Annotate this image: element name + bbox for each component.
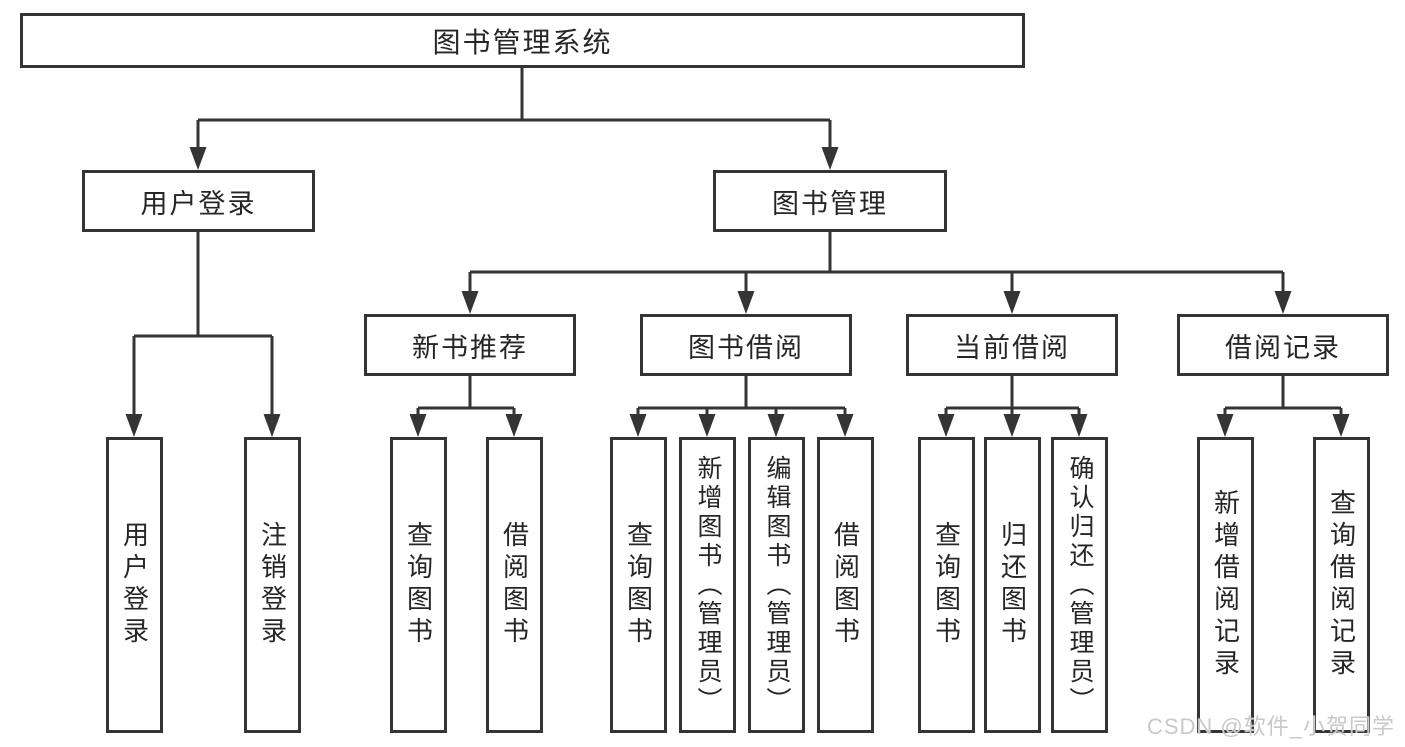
node-label: 注销登录 (257, 521, 288, 649)
node-label: 借阅图书 (499, 521, 530, 649)
leaf-add-books-admin: 新增图书（管理员） (679, 437, 736, 733)
node-label: 查询借阅记录 (1326, 489, 1357, 681)
node-borrow-records: 借阅记录 (1177, 314, 1389, 376)
node-label: 借阅图书 (830, 521, 861, 649)
leaf-query-borrow-record: 查询借阅记录 (1313, 437, 1370, 733)
leaf-user-login: 用户登录 (106, 437, 163, 733)
node-label: 新增借阅记录 (1210, 489, 1241, 681)
node-book-borrow: 图书借阅 (640, 314, 852, 376)
node-label: 图书管理 (772, 188, 888, 219)
node-new-book-recommend: 新书推荐 (364, 314, 576, 376)
leaf-confirm-return-admin: 确认归还（管理员） (1051, 437, 1108, 733)
node-label: 查询图书 (931, 521, 962, 649)
node-label: 用户登录 (140, 188, 257, 219)
node-label: 编辑图书（管理员） (763, 454, 791, 716)
leaf-query-books-3: 查询图书 (918, 437, 975, 733)
node-label: 查询图书 (403, 521, 434, 649)
leaf-borrow-books-1: 借阅图书 (486, 437, 543, 733)
node-user-login: 用户登录 (82, 170, 315, 232)
node-label: 当前借阅 (954, 332, 1070, 363)
node-label: 新增图书（管理员） (694, 454, 722, 716)
csdn-watermark: CSDN @软件_小贺同学 (1146, 714, 1395, 739)
leaf-add-borrow-record: 新增借阅记录 (1197, 437, 1254, 733)
leaf-edit-books-admin: 编辑图书（管理员） (748, 437, 805, 733)
node-label: 确认归还（管理员） (1066, 454, 1094, 716)
leaf-logout: 注销登录 (244, 437, 301, 733)
node-label: 图书借阅 (688, 332, 804, 363)
leaf-borrow-books-2: 借阅图书 (817, 437, 874, 733)
node-label: 借阅记录 (1225, 332, 1341, 363)
leaf-query-books-2: 查询图书 (610, 437, 667, 733)
leaf-return-books: 归还图书 (984, 437, 1041, 733)
node-label: 归还图书 (997, 521, 1028, 649)
node-label: 查询图书 (623, 521, 654, 649)
node-current-borrow: 当前借阅 (906, 314, 1118, 376)
node-library-management-system: 图书管理系统 (20, 13, 1025, 68)
node-label: 图书管理系统 (432, 26, 613, 58)
node-book-management: 图书管理 (713, 170, 947, 232)
arrowhead-icons (125, 147, 1350, 437)
node-label: 新书推荐 (412, 332, 528, 363)
node-label: 用户登录 (119, 521, 150, 649)
leaf-query-books-1: 查询图书 (390, 437, 447, 733)
